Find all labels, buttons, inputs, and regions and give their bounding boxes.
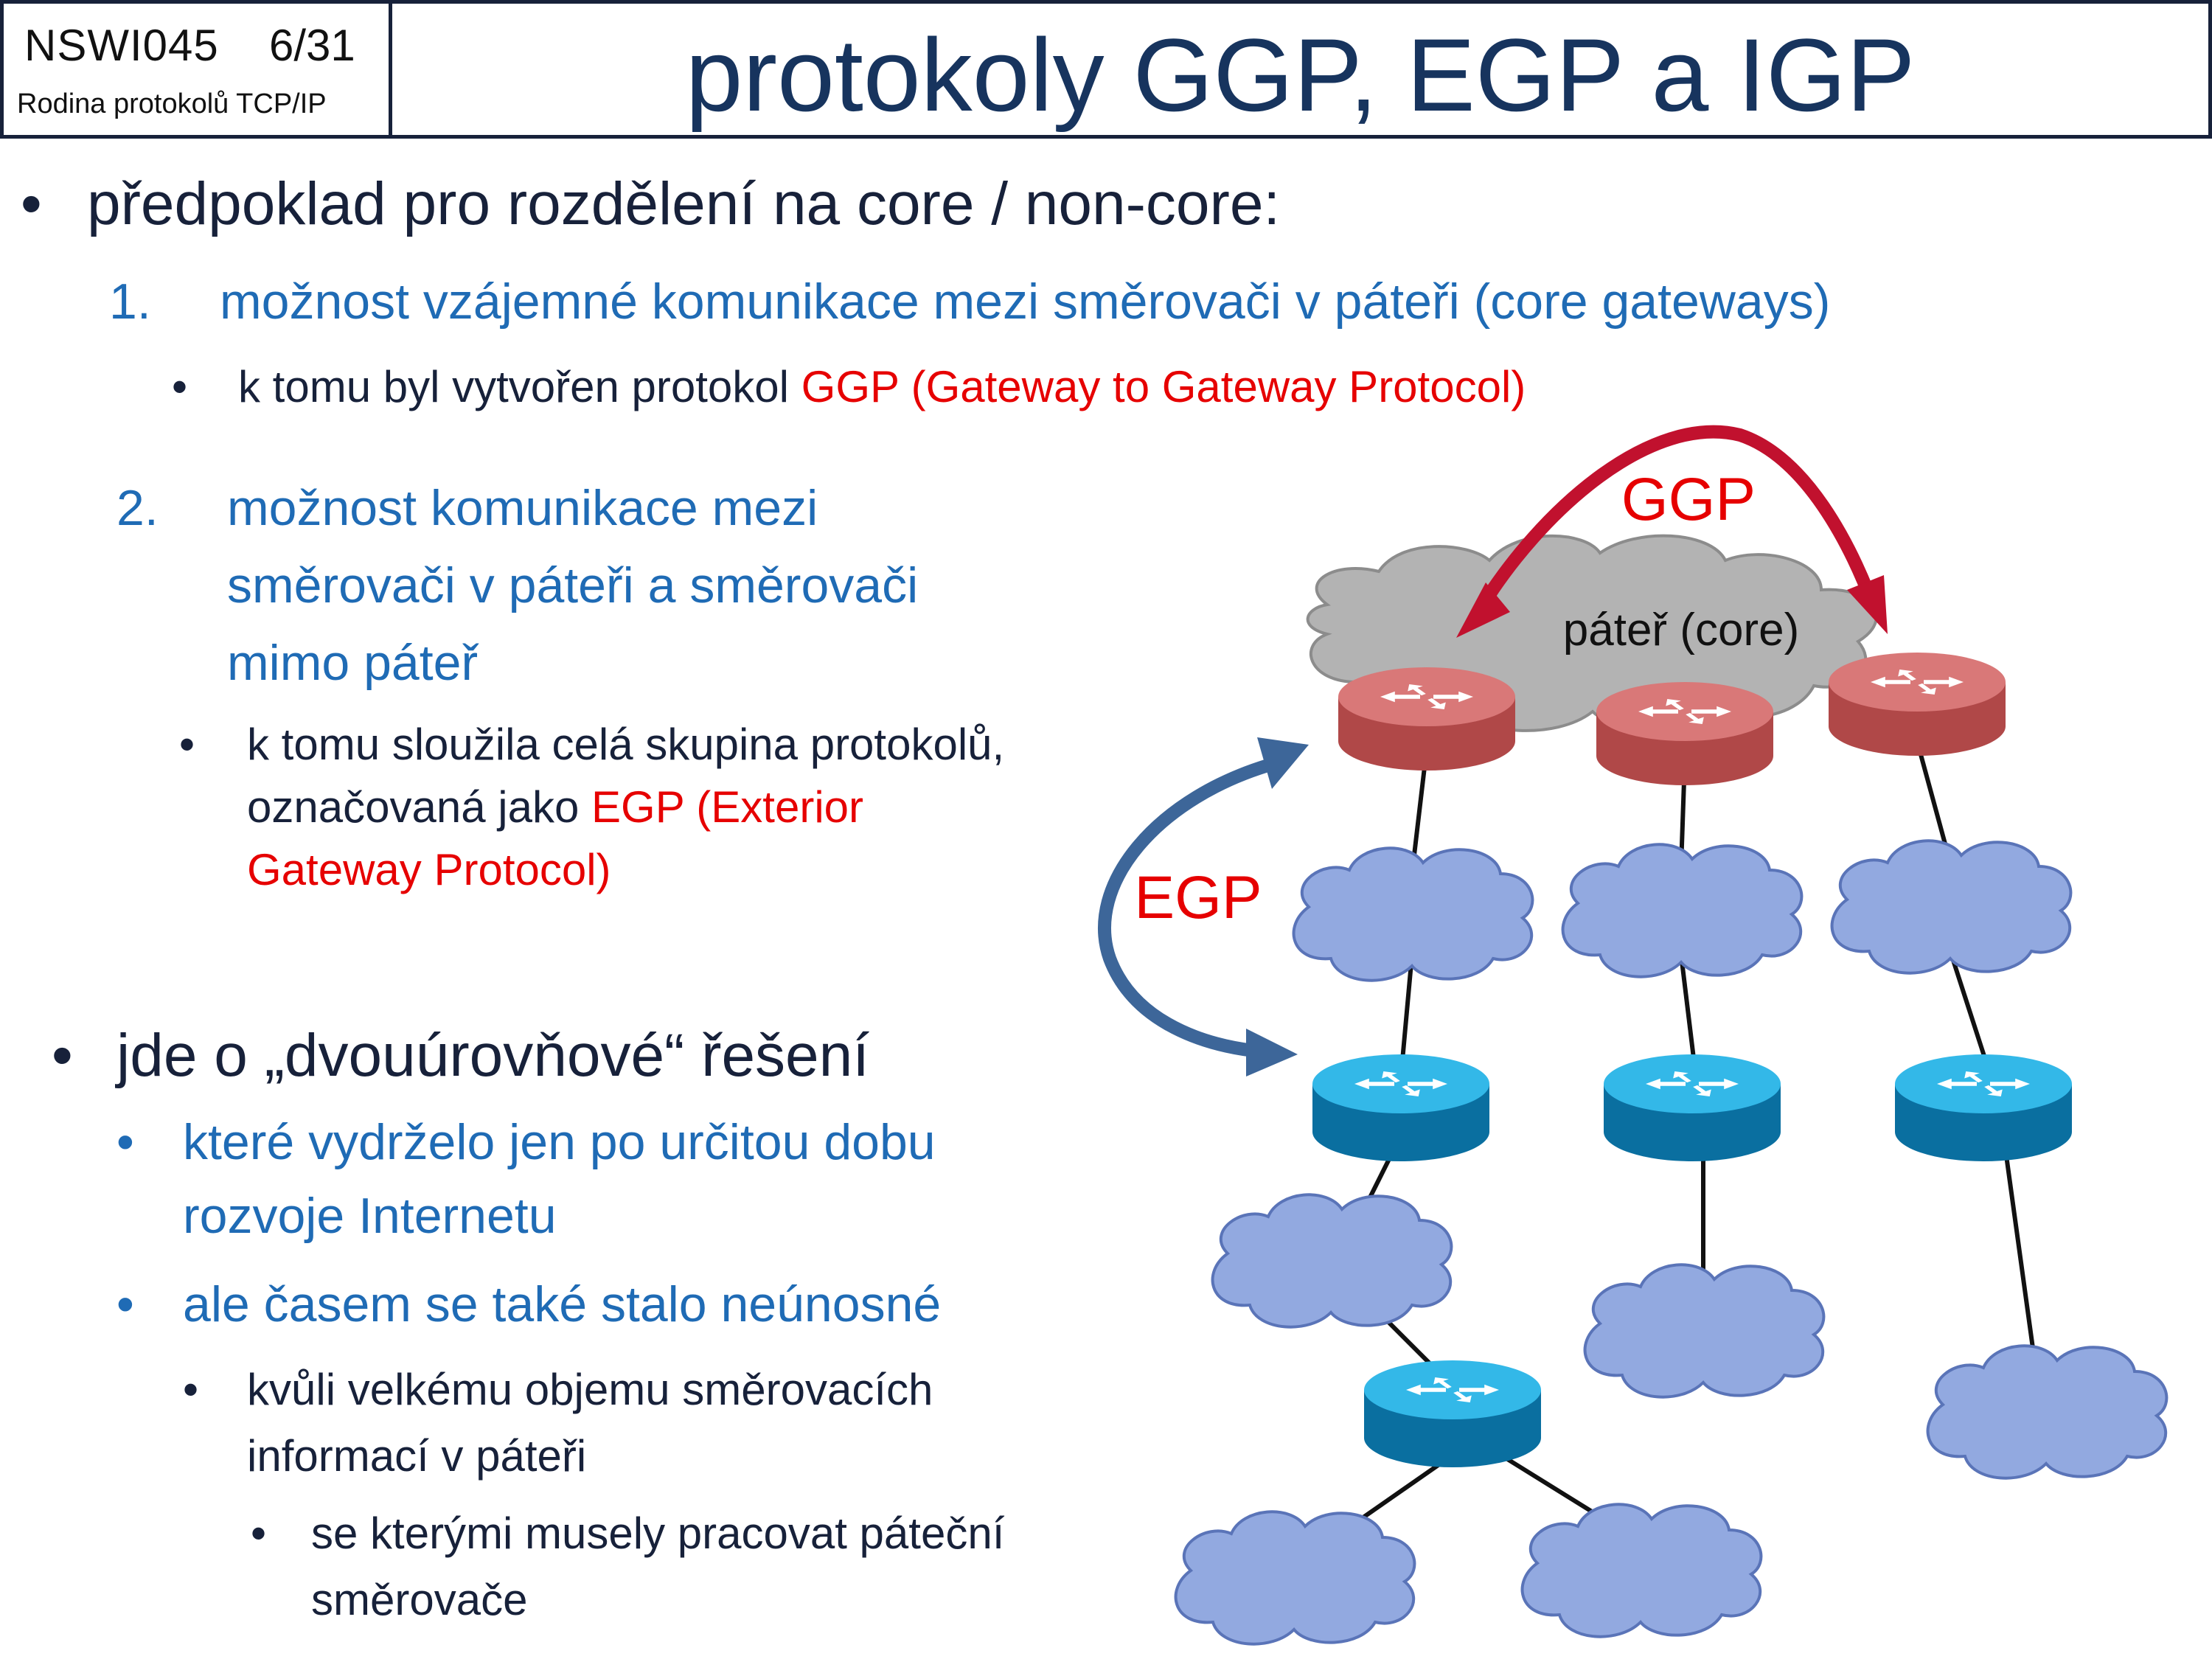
item2-sub-line-2: označovaná jako EGP (Exterior bbox=[247, 782, 863, 832]
course-name: Rodina protokolů TCP/IP bbox=[17, 88, 327, 119]
bullet-two-level: jde o „dvouúrovňové“ řešení bbox=[116, 1022, 870, 1089]
sub-bullet-dot: • bbox=[116, 1114, 134, 1170]
link bbox=[2003, 1150, 2037, 1365]
core-router bbox=[1596, 682, 1773, 785]
edge-router bbox=[1895, 1054, 2072, 1161]
network-cloud bbox=[1174, 1510, 1416, 1646]
course-info-box: NSWI045 6/31 Rodina protokolů TCP/IP bbox=[0, 0, 392, 139]
egp-arrowhead-top bbox=[1257, 737, 1309, 789]
sub2b-ii-line-2: směrovače bbox=[311, 1575, 528, 1624]
network-cloud bbox=[1520, 1503, 1763, 1638]
egp-label: EGP bbox=[1134, 864, 1262, 931]
network-cloud bbox=[1561, 843, 1804, 978]
item2-number: 2. bbox=[116, 480, 159, 536]
sub2b-i-line-1: kvůli velkému objemu směrovacích bbox=[247, 1365, 933, 1414]
egp-arrow bbox=[1098, 737, 1309, 1077]
sub-bullet-dot: • bbox=[251, 1509, 267, 1558]
page-number: 6/31 bbox=[269, 21, 355, 70]
network-cloud bbox=[1292, 846, 1534, 982]
sub2b-i-line-2: informací v páteři bbox=[247, 1431, 587, 1481]
sub-bullet-dot: • bbox=[179, 720, 195, 769]
ggp-arrow bbox=[1456, 425, 1888, 638]
course-code: NSWI045 bbox=[24, 21, 219, 70]
ggp-definition: GGP (Gateway to Gateway Protocol) bbox=[801, 362, 1526, 411]
ggp-arrowhead-left bbox=[1456, 582, 1510, 638]
item1-subbullet: k tomu byl vytvořen protokol GGP (Gatewa… bbox=[238, 361, 1526, 412]
slide-title: protokoly GGP, EGP a IGP bbox=[685, 17, 1916, 133]
slide-header: NSWI045 6/31 Rodina protokolů TCP/IP pro… bbox=[0, 0, 2212, 140]
edge-router bbox=[1364, 1360, 1541, 1467]
item2-line-3: mimo páteř bbox=[227, 635, 479, 691]
item1-number: 1. bbox=[109, 274, 151, 330]
bullet-dot: • bbox=[21, 170, 42, 237]
item1-text: možnost vzájemné komunikace mezi směrova… bbox=[220, 274, 1831, 330]
bullet-dot: • bbox=[52, 1022, 73, 1089]
sub-bullet-dot: • bbox=[183, 1365, 199, 1414]
item2-line-2: směrovači v páteři a směrovači bbox=[227, 557, 919, 613]
egp-definition-end: Gateway Protocol) bbox=[247, 845, 611, 894]
ggp-label: GGP bbox=[1621, 466, 1756, 533]
sub2b: ale časem se také stalo neúnosné bbox=[183, 1276, 942, 1332]
ggp-arrowhead-right bbox=[1847, 575, 1888, 634]
link bbox=[1495, 1450, 1605, 1521]
network-cloud bbox=[1583, 1263, 1826, 1399]
core-label: páteř (core) bbox=[1563, 605, 1799, 655]
sub-bullet-dot: • bbox=[116, 1276, 134, 1332]
item1-sub-prefix: k tomu byl vytvořen protokol bbox=[238, 362, 801, 411]
sub-bullet-dot: • bbox=[172, 362, 188, 411]
title-box: protokoly GGP, EGP a IGP bbox=[389, 0, 2212, 139]
sub2a-line-2: rozvoje Internetu bbox=[183, 1188, 557, 1244]
item2-sub-line-1: k tomu sloužila celá skupina protokolů, bbox=[247, 720, 1005, 769]
edge-router bbox=[1604, 1054, 1781, 1161]
core-router bbox=[1829, 653, 2006, 756]
sub2a-line-1: které vydrželo jen po určitou dobu bbox=[183, 1114, 936, 1170]
edge-router bbox=[1312, 1054, 1489, 1161]
network-cloud bbox=[1830, 839, 2073, 975]
network-cloud bbox=[1926, 1344, 2168, 1480]
network-cloud bbox=[1211, 1193, 1453, 1329]
item2-sub-prefix: označovaná jako bbox=[247, 782, 591, 832]
item2-line-1: možnost komunikace mezi bbox=[227, 480, 818, 536]
network-clouds bbox=[1174, 839, 2168, 1646]
egp-definition-start: EGP (Exterior bbox=[591, 782, 863, 832]
egp-arrowhead-bottom bbox=[1246, 1029, 1298, 1077]
bullet-core-split: předpoklad pro rozdělení na core / non-c… bbox=[87, 170, 1281, 237]
core-router bbox=[1338, 667, 1515, 771]
sub2b-ii-line-1: se kterými musely pracovat páteční bbox=[311, 1509, 1005, 1558]
